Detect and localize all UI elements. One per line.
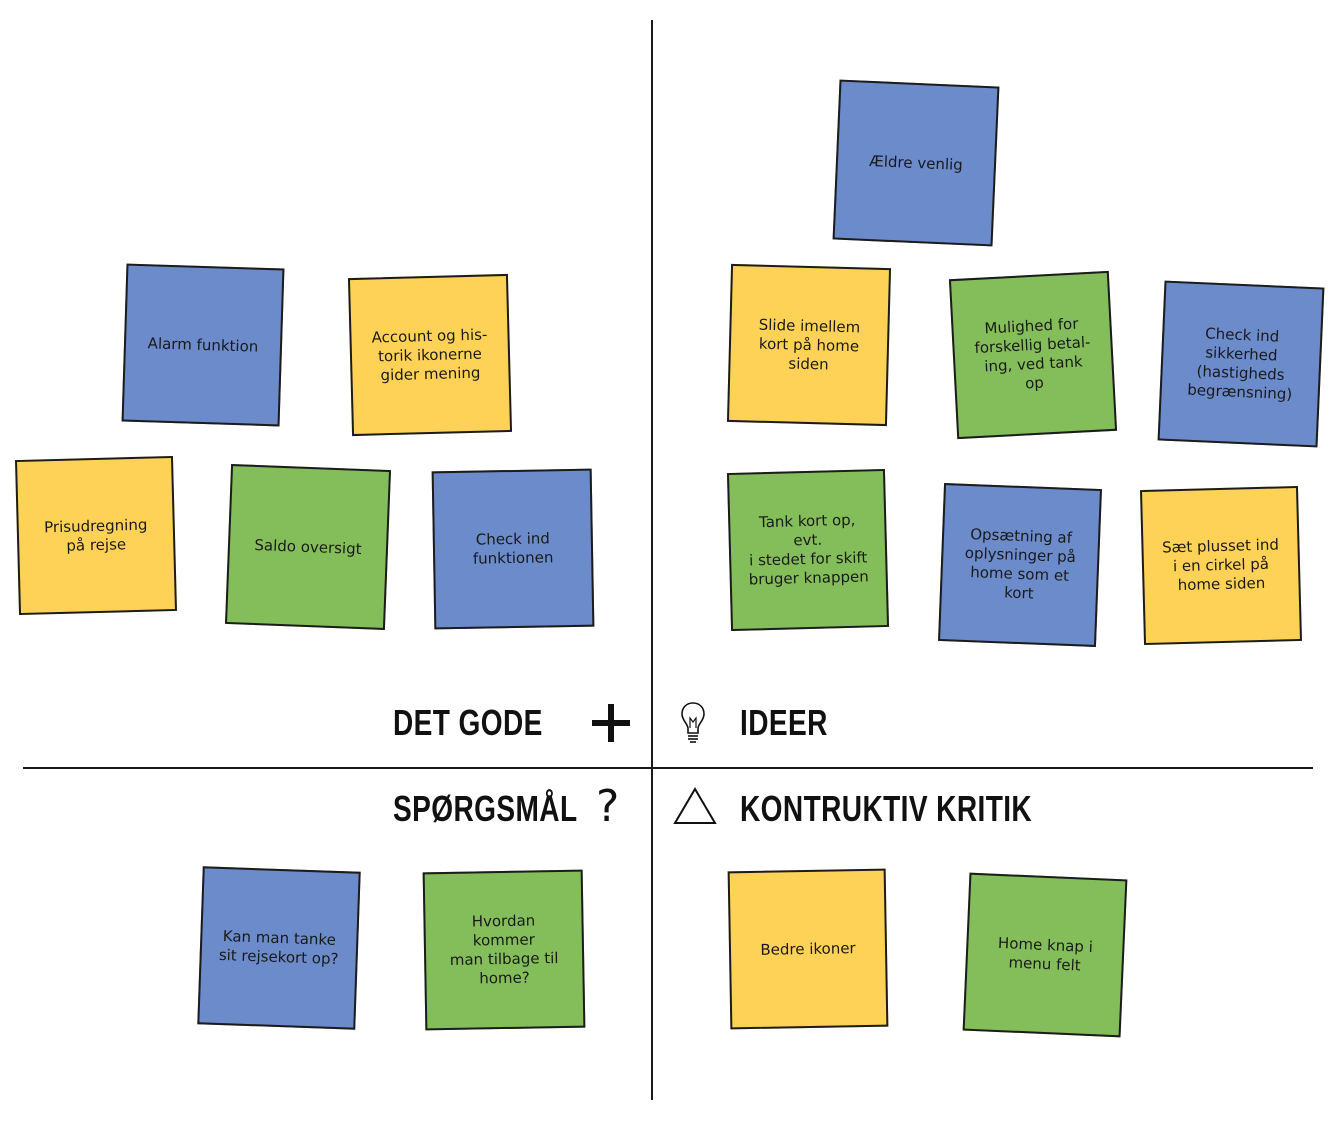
- sticky-note-aeldre[interactable]: Ældre venlig: [832, 79, 1000, 247]
- sticky-note-text: Prisudregning på rejse: [43, 515, 148, 555]
- sticky-note-sikkerhed[interactable]: Check ind sikkerhed (hastigheds begrænsn…: [1157, 280, 1325, 448]
- sticky-note-text: Alarm funktion: [147, 333, 259, 356]
- sticky-note-alarm[interactable]: Alarm funktion: [121, 263, 285, 427]
- sticky-note-text: Bedre ikoner: [760, 938, 856, 959]
- question-icon: ?: [596, 781, 620, 832]
- sticky-note-text: Account og his- torik ikonerne gider men…: [371, 324, 488, 384]
- sticky-note-saldo[interactable]: Saldo oversigt: [224, 463, 392, 631]
- sticky-note-text: Hvordan kommer man tilbage til home?: [449, 911, 559, 988]
- sticky-note-text: Kan man tanke sit rejsekort op?: [218, 927, 339, 969]
- sticky-note-text: Home knap i menu felt: [997, 933, 1094, 975]
- vertical-divider: [651, 20, 653, 1100]
- sticky-note-prisudregning[interactable]: Prisudregning på rejse: [14, 455, 178, 616]
- sticky-note-tilbage[interactable]: Hvordan kommer man tilbage til home?: [422, 869, 586, 1031]
- plus-icon: [590, 702, 632, 744]
- sticky-note-checkind[interactable]: Check ind funktionen: [431, 468, 595, 630]
- horizontal-divider: [23, 767, 1313, 769]
- heading-ideer: IDEER: [740, 702, 828, 743]
- sticky-note-text: Mulighed for forskellig betal- ing, ved …: [974, 314, 1091, 393]
- heading-det-gode: DET GODE: [393, 702, 543, 743]
- sticky-note-text: Check ind funktionen: [472, 529, 554, 568]
- sticky-note-text: Slide imellem kort på home siden: [758, 315, 861, 374]
- sticky-note-text: Ældre venlig: [868, 151, 964, 174]
- sticky-note-rejsekort[interactable]: Kan man tanke sit rejsekort op?: [197, 866, 361, 1030]
- sticky-note-ikoner[interactable]: Bedre ikoner: [727, 868, 889, 1030]
- triangle-icon: [672, 786, 718, 826]
- sticky-note-text: Check ind sikkerhed (hastigheds begrænsn…: [1186, 324, 1293, 404]
- sticky-note-text: Tank kort op, evt. i stedet for skift br…: [748, 510, 869, 589]
- sticky-note-text: Opsætning af oplysninger på home som et …: [964, 525, 1077, 603]
- sticky-note-slide[interactable]: Slide imellem kort på home siden: [726, 263, 892, 427]
- sticky-note-mulighed[interactable]: Mulighed for forskellig betal- ing, ved …: [948, 270, 1118, 440]
- sticky-note-account[interactable]: Account og his- torik ikonerne gider men…: [347, 273, 513, 437]
- sticky-note-opsaetning[interactable]: Opsætning af oplysninger på home som et …: [938, 483, 1102, 647]
- heading-kontruktiv-kritik: KONTRUKTIV KRITIK: [740, 788, 1033, 829]
- sticky-note-text: Sæt plusset ind i en cirkel på home side…: [1161, 535, 1280, 595]
- heading-sporgsmal: SPØRGSMÅL: [393, 788, 578, 829]
- sticky-note-text: Saldo oversigt: [254, 535, 362, 558]
- sticky-note-plusset[interactable]: Sæt plusset ind i en cirkel på home side…: [1139, 485, 1303, 646]
- lightbulb-icon: [680, 700, 706, 746]
- sticky-note-tankkort[interactable]: Tank kort op, evt. i stedet for skift br…: [726, 468, 890, 632]
- sticky-note-homeknap[interactable]: Home knap i menu felt: [962, 872, 1128, 1038]
